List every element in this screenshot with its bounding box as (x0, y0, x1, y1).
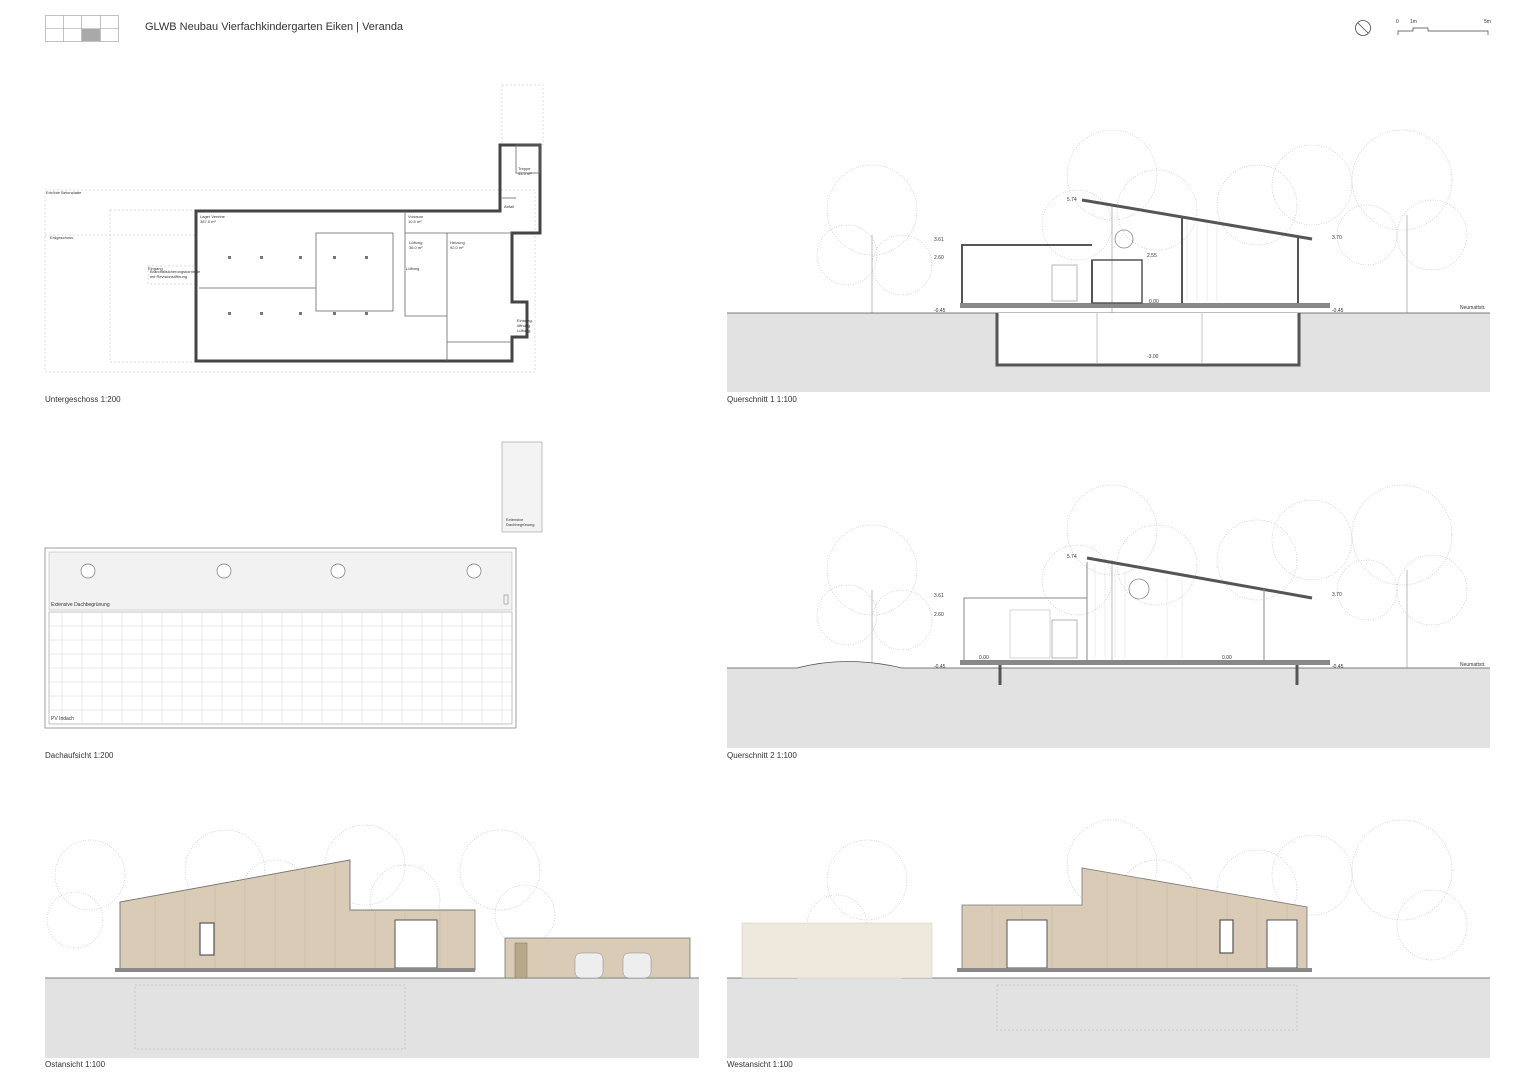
label-einbring-3: Lüftung (517, 328, 530, 333)
north-arrow-icon (1355, 20, 1371, 36)
caption-ostansicht: Ostansicht 1:100 (45, 1060, 106, 1069)
room-vorraum-area: 10.5 m² (408, 219, 422, 224)
label-lueftung-side: Lüftung (406, 266, 419, 271)
caption-dachaufsicht: Dachaufsicht 1:200 (45, 751, 114, 760)
label-neumattstr-1: Neumattstr. (1460, 305, 1486, 311)
label-eingang-side: Eingang (148, 266, 163, 271)
label-pv-indach: PV Indach (51, 716, 74, 722)
level-minus-0-45-right: -0.45 (1332, 308, 1344, 314)
room-lager-area: 387.5 m² (200, 219, 216, 224)
title-block-grid (45, 15, 119, 42)
scale-tick-1m: 1m (1410, 19, 1417, 25)
label-brandfall-2: mit Revisionsöffnung (150, 274, 187, 279)
label-erhoehte-betonplatte: Erhöhte Betonplatte (46, 190, 82, 195)
s2-level-3-70: 3.70 (1332, 592, 1342, 598)
room-lueftung: Lüftung (409, 240, 422, 245)
level-3-61: 3.61 (934, 237, 944, 243)
room-treppe-area: 43.5 m² (518, 171, 532, 176)
label-small-green-1: Extensive (506, 517, 524, 522)
label-einbring-2: öffnung (517, 323, 530, 328)
label-einbring-1: Einbring- (517, 318, 534, 323)
room-heizung-area: 92.0 m² (450, 245, 464, 250)
scale-bar: 0 1m 5m (1396, 19, 1491, 35)
level-5-74: 5.74 (1067, 197, 1077, 203)
s2-level-0-00-left: 0.00 (979, 655, 989, 661)
room-treppe: Treppe (518, 166, 531, 171)
room-lueftung-area: 36.0 m² (409, 245, 423, 250)
scale-tick-5m: 5m (1484, 19, 1491, 25)
caption-querschnitt-1: Querschnitt 1 1:100 (727, 395, 797, 404)
label-neumattstr-2: Neumattstr. (1460, 662, 1486, 668)
level-minus-3-00: -3.00 (1147, 354, 1159, 360)
caption-querschnitt-2: Querschnitt 2 1:100 (727, 751, 797, 760)
s2-level-2-60: 2.60 (934, 612, 944, 618)
sheet-title: GLWB Neubau Vierfachkindergarten Eiken |… (145, 21, 404, 33)
section-querschnitt-2: 5.74 3.61 2.60 3.70 0.00 0.00 -0.45 -0.4… (727, 484, 1490, 748)
caption-westansicht: Westansicht 1:100 (727, 1060, 793, 1069)
level-3-70: 3.70 (1332, 235, 1342, 241)
label-brandfall-1: Brandfallsicherungskontrolle (150, 269, 201, 274)
label-erdgeschoss: Erdgeschoss (50, 235, 73, 240)
room-abfall: Abfall (504, 204, 514, 209)
s2-level-0-00-right: 0.00 (1222, 655, 1232, 661)
scale-tick-0: 0 (1396, 19, 1399, 25)
level-0-00: 0.00 (1149, 299, 1159, 305)
s2-level-3-61: 3.61 (934, 593, 944, 599)
s2-level-minus-0-45-right: -0.45 (1332, 664, 1344, 670)
level-minus-0-45-left: -0.45 (934, 308, 946, 314)
label-extensive-dachbegruenung: Extensive Dachbegrünung (51, 602, 110, 608)
s2-level-minus-0-45-left: -0.45 (934, 664, 946, 670)
s2-level-5-74: 5.74 (1067, 554, 1077, 560)
room-lager-vereine: Lager Vereine (200, 214, 226, 219)
level-2-60: 2.60 (934, 255, 944, 261)
caption-untergeschoss: Untergeschoss 1:200 (45, 395, 121, 404)
elevation-westansicht (727, 819, 1490, 1058)
roof-plan: Extensive Dachbegrünung Extensive Dachbe… (44, 441, 543, 729)
section-querschnitt-1: 5.74 3.61 2.60 2.55 3.70 0.00 -0.45 -0.4… (727, 129, 1490, 392)
level-2-55: 2.55 (1147, 253, 1157, 259)
room-vorraum: Vorraum (408, 214, 424, 219)
room-heizung: Heizung (450, 240, 465, 245)
floor-plan-untergeschoss: Erhöhte Betonplatte Erdgeschoss Lager Ve… (44, 84, 544, 373)
elevation-ostansicht (45, 824, 699, 1058)
label-small-green-2: Dachbegrünung (506, 522, 534, 527)
